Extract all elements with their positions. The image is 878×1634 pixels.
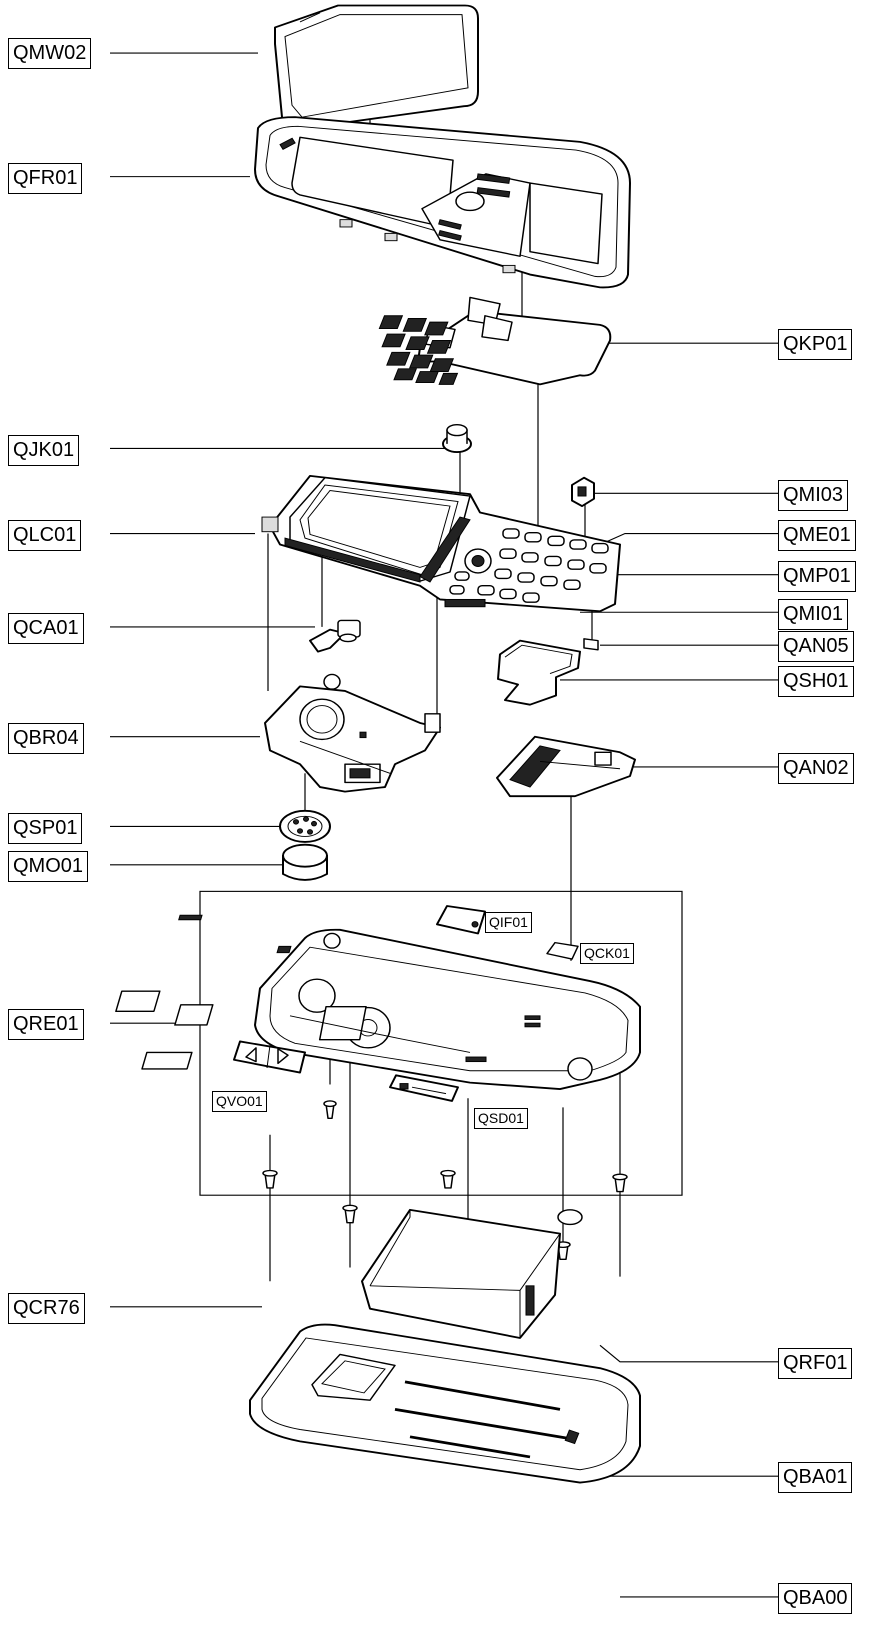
screw-2 xyxy=(323,1100,337,1120)
label-qca01: QCA01 xyxy=(8,613,84,645)
side-decoration-part xyxy=(389,1074,459,1102)
window-lens-part xyxy=(274,4,479,130)
label-qsd01: QSD01 xyxy=(474,1108,528,1130)
label-qan02: QAN02 xyxy=(778,753,854,785)
volume-key-part xyxy=(233,1040,306,1074)
keypad-part xyxy=(378,296,612,386)
camera-part xyxy=(309,619,361,653)
shield-can-part xyxy=(497,639,581,706)
label-qck01: QCK01 xyxy=(580,942,634,964)
label-qif01: QIF01 xyxy=(485,911,532,933)
label-qmo01: QMO01 xyxy=(8,851,89,883)
label-qmi03: QMI03 xyxy=(778,479,849,511)
label-qlc01: QLC01 xyxy=(8,519,82,551)
label-qba00: QBA00 xyxy=(778,1583,853,1615)
battery-part xyxy=(361,1208,561,1339)
label-qmp01: QMP01 xyxy=(778,560,856,592)
screw-5 xyxy=(612,1173,628,1193)
clip-contact-part xyxy=(276,941,579,960)
leader-lines xyxy=(110,52,778,1598)
microphone-holder-part xyxy=(571,476,595,508)
front-frame-part xyxy=(254,116,631,289)
label-qjk01: QJK01 xyxy=(8,434,80,466)
screw-4 xyxy=(440,1169,456,1189)
rear-housing-part xyxy=(115,928,641,1090)
label-qmi01: QMI01 xyxy=(778,598,849,630)
battery-cover-part xyxy=(249,1323,641,1484)
bracket-part xyxy=(264,673,441,793)
antenna-contact-part xyxy=(583,638,599,651)
interface-connector-part xyxy=(178,905,486,935)
screw-1 xyxy=(262,1169,278,1189)
rf-gasket-part xyxy=(557,1209,583,1226)
label-qme01: QME01 xyxy=(778,519,856,551)
label-qrf01: QRF01 xyxy=(778,1348,853,1380)
label-qfr01: QFR01 xyxy=(8,162,83,194)
lcd-and-main-board-part xyxy=(261,474,621,613)
antenna-part xyxy=(496,735,636,798)
label-qkp01: QKP01 xyxy=(778,329,853,361)
rear-cover-group-frame xyxy=(199,890,683,1196)
label-qbr04: QBR04 xyxy=(8,722,84,754)
speaker-part xyxy=(279,809,331,843)
label-qba01: QBA01 xyxy=(778,1462,853,1494)
label-qcr76: QCR76 xyxy=(8,1293,85,1325)
label-qsp01: QSP01 xyxy=(8,812,83,844)
label-qsh01: QSH01 xyxy=(778,666,854,698)
screw-3 xyxy=(342,1204,358,1224)
label-qre01: QRE01 xyxy=(8,1009,84,1041)
vibration-motor-part xyxy=(282,843,328,881)
joystick-part xyxy=(442,423,472,454)
label-qmw02: QMW02 xyxy=(8,38,92,70)
label-qvo01: QVO01 xyxy=(212,1090,267,1112)
label-qan05: QAN05 xyxy=(778,631,854,663)
